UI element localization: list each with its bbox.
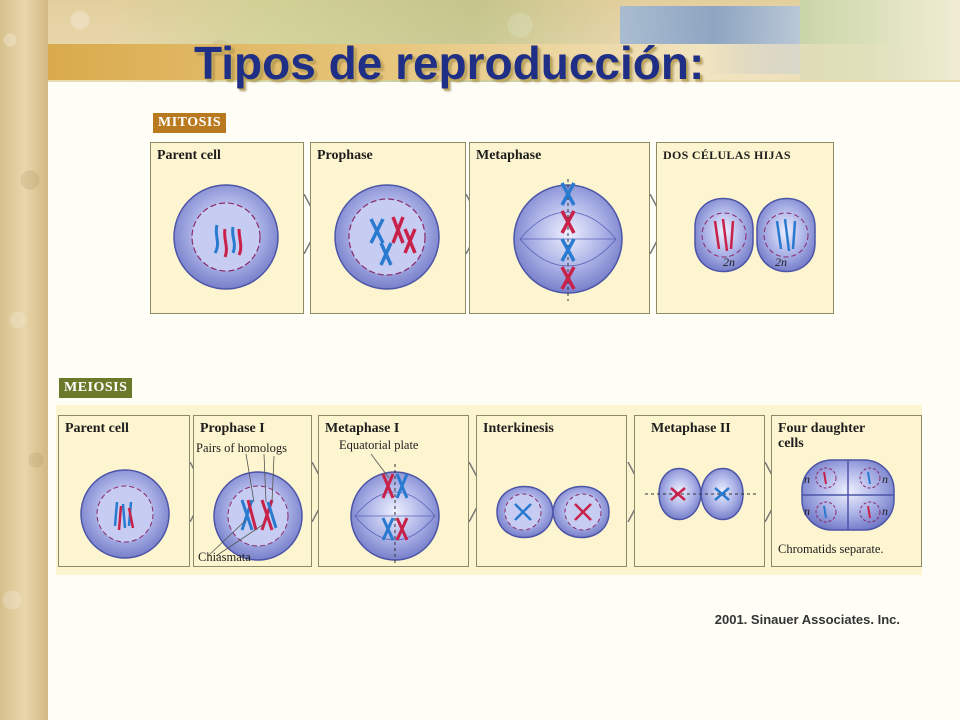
- metaphase-1-illustration: [350, 453, 440, 564]
- panel-title: Metaphase: [476, 148, 542, 163]
- title-underline-bar: [30, 44, 930, 80]
- panel-title: Parent cell: [65, 421, 129, 436]
- meiosis-panel-four-daughter-cells: Four daughter cells n n n n Chromatids s…: [771, 415, 922, 567]
- prophase-illustration: [334, 184, 440, 290]
- slide-title: Tipos de reproducción:: [194, 37, 705, 89]
- haploid-label-br: n: [882, 504, 888, 518]
- mitosis-panel-metaphase: Metaphase: [469, 142, 650, 314]
- metaphase-illustration: [513, 179, 623, 301]
- mitosis-label: MITOSIS: [153, 113, 227, 133]
- parent-cell-illustration: [173, 184, 279, 290]
- meiosis-panel-metaphase-1: Metaphase I Equatorial plate: [318, 415, 469, 567]
- left-margin-texture: [0, 0, 48, 720]
- pairs-of-homologs-label: Pairs of homologs: [196, 441, 287, 455]
- mitosis-panel-parent-cell: Parent cell: [150, 142, 304, 314]
- panel-title: Metaphase II: [651, 421, 731, 436]
- panel-title: Interkinesis: [483, 421, 554, 436]
- meiosis-panel-interkinesis: Interkinesis: [476, 415, 627, 567]
- ploidy-label-right: 2n: [775, 255, 787, 269]
- chiasmata-label: Chiasmata: [198, 550, 251, 564]
- panel-title: Metaphase I: [325, 421, 400, 436]
- credit-text: 2001. Sinauer Associates. Inc.: [714, 612, 900, 627]
- interkinesis-illustration: [496, 485, 610, 539]
- haploid-label-tr: n: [882, 472, 888, 486]
- four-daughter-cells-illustration: [801, 459, 895, 531]
- daughter-cells-illustration: [694, 197, 816, 273]
- mitosis-panel-daughter-cells: DOS CÉLULAS HIJAS 2n 2n: [656, 142, 834, 314]
- ploidy-label-left: 2n: [723, 255, 735, 269]
- chromatids-separate-label: Chromatids separate.: [778, 542, 884, 556]
- panel-title: Four daughter cells: [778, 421, 865, 451]
- meiosis-panel-metaphase-2: Metaphase II: [634, 415, 765, 567]
- meiosis-panel-prophase-1: Prophase I Pairs of homologs Chiasmata: [193, 415, 312, 567]
- equatorial-plate-label: Equatorial plate: [339, 438, 419, 452]
- metaphase-2-illustration: [645, 467, 757, 521]
- mitosis-panel-prophase: Prophase: [310, 142, 466, 314]
- meiosis-parent-illustration: [80, 469, 170, 559]
- haploid-label-tl: n: [804, 472, 810, 486]
- prophase-1-illustration: [207, 453, 303, 561]
- meiosis-panel-parent-cell: Parent cell: [58, 415, 190, 567]
- panel-title: Prophase I: [200, 421, 265, 436]
- meiosis-label: MEIOSIS: [59, 378, 133, 398]
- panel-title: DOS CÉLULAS HIJAS: [663, 148, 791, 162]
- panel-title: Parent cell: [157, 148, 221, 163]
- panel-title: Prophase: [317, 148, 373, 163]
- haploid-label-bl: n: [804, 504, 810, 518]
